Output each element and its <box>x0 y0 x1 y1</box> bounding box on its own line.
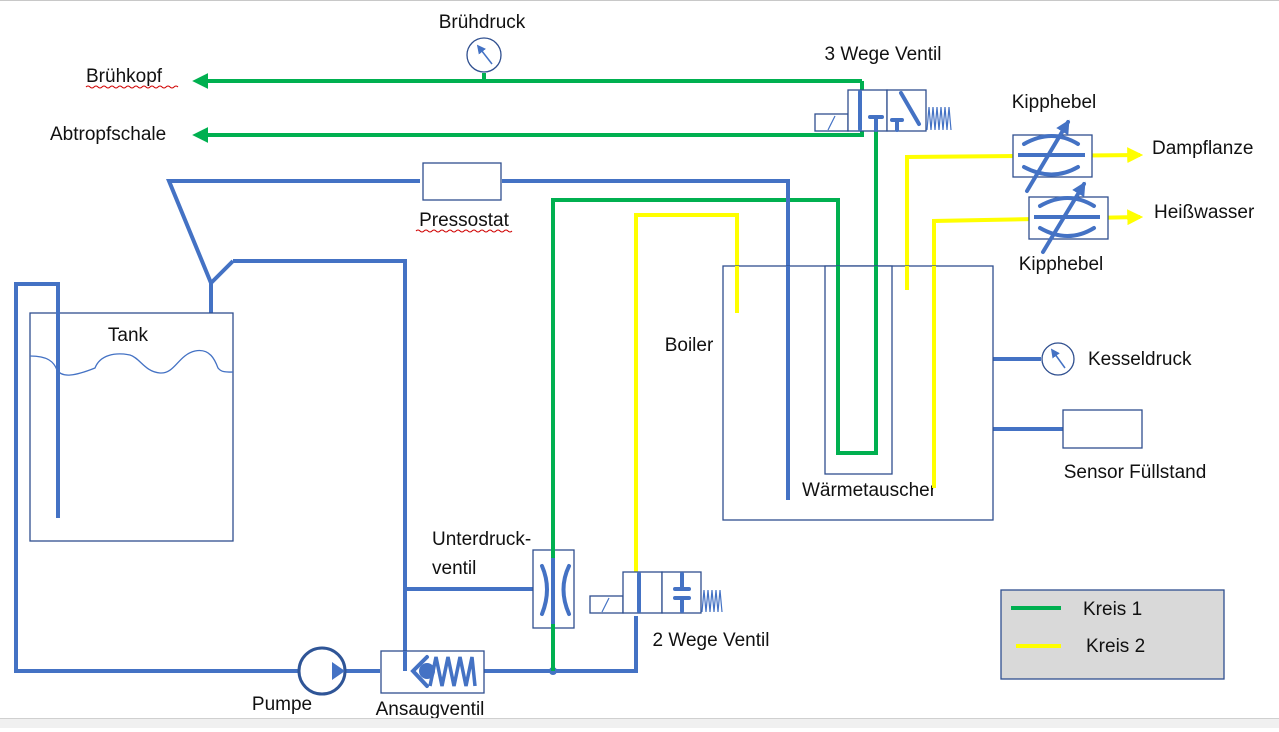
valve-cell-1 <box>847 89 888 132</box>
solenoid-slash-icon <box>601 597 610 613</box>
overflow-line <box>233 259 407 667</box>
tank-body <box>29 312 234 542</box>
label-bruehkopf: Brühkopf <box>86 66 163 87</box>
label-unterdruck-2: ventil <box>432 558 476 579</box>
3-wege-ventil: 3 Wege Ventil <box>814 44 952 132</box>
gauge-needle-icon <box>1050 348 1066 369</box>
throttle-arc-top <box>1022 134 1080 146</box>
throttle-arc-bottom <box>1038 226 1096 238</box>
throttle-arc-bottom <box>1022 165 1080 177</box>
label-kipphebel-bottom: Kipphebel <box>1019 254 1104 275</box>
line-to-abtropfschale <box>192 81 864 143</box>
kipphebel-dampflanze: Kipphebel Dampflanze <box>1012 92 1253 193</box>
label-ansaugventil: Ansaugventil <box>376 699 485 720</box>
label-heisswasser: Heißwasser <box>1154 202 1255 223</box>
pressostat-box <box>422 162 502 201</box>
label-3-wege-ventil: 3 Wege Ventil <box>825 44 942 65</box>
tank: Tank <box>29 284 234 542</box>
sensor-fuellstand: Sensor Füllstand <box>1062 409 1207 483</box>
2-wege-ventil: 2 Wege Ventil <box>589 571 770 651</box>
label-kesseldruck: Kesseldruck <box>1088 349 1192 370</box>
spellcheck-underline <box>85 85 179 89</box>
pump-direction-icon <box>332 662 345 680</box>
label-abtropfschale: Abtropfschale <box>50 124 166 145</box>
adjustable-arrow-icon <box>1041 181 1086 254</box>
label-unterdruck-1: Unterdruck- <box>432 529 531 550</box>
spring-icon <box>926 106 952 131</box>
label-sensor-fuellstand: Sensor Füllstand <box>1064 462 1207 483</box>
spellcheck-underline <box>415 229 513 233</box>
solenoid-box <box>589 595 624 614</box>
throttle-arc-top <box>1038 196 1096 208</box>
line-to-2-wege-ventil <box>484 616 638 673</box>
label-bruehdruck: Brühdruck <box>439 12 526 33</box>
throttle-arc-left <box>540 564 549 616</box>
boiler-internal-pipes <box>735 266 936 500</box>
gauge-needle-icon <box>476 44 493 65</box>
gauge-dial <box>466 37 502 73</box>
label-pressostat: Pressostat <box>419 210 509 231</box>
kesseldruck-gauge: Kesseldruck <box>1041 342 1192 376</box>
label-waermetauscher: Wärmetauscher <box>802 480 937 501</box>
tank-return-line <box>166 179 420 327</box>
label-kipphebel-top: Kipphebel <box>1012 92 1097 113</box>
diagonal-flow-icon <box>899 91 921 126</box>
label-boiler: Boiler <box>665 335 714 356</box>
ansaugventil: Ansaugventil <box>376 650 485 720</box>
label-dampflanze: Dampflanze <box>1152 138 1253 159</box>
valve-cell-1 <box>622 571 663 614</box>
legend-box <box>1000 589 1225 680</box>
throttle-arc-right <box>561 564 571 616</box>
solenoid-slash-icon <box>827 115 836 131</box>
kipphebel-heisswasser: Kipphebel Heißwasser <box>1019 181 1255 275</box>
top-border <box>0 0 1279 1</box>
legend-label-kreis2: Kreis 2 <box>1086 636 1145 657</box>
waermetauscher-body <box>824 265 893 475</box>
legend-label-kreis1: Kreis 1 <box>1083 599 1142 620</box>
boiler-fill-line <box>634 213 739 572</box>
heat-exchanger-inner <box>836 266 878 455</box>
unterdruckventil: Unterdruck- ventil <box>432 528 575 671</box>
label-2-wege-ventil: 2 Wege Ventil <box>653 630 770 651</box>
pressostat: Pressostat <box>415 162 513 233</box>
check-valve-seat-icon <box>410 655 429 688</box>
boiler: Boiler Wärmetauscher <box>665 265 994 521</box>
legend: Kreis 1 Kreis 2 <box>1000 589 1225 680</box>
pumpe: Pumpe <box>252 646 347 715</box>
sensor-box <box>1062 409 1143 449</box>
bruehdruck-gauge: Brühdruck <box>439 12 526 73</box>
tank-return-branch <box>209 259 235 285</box>
bottom-scroll-edge <box>0 718 1279 728</box>
spring-icon <box>428 656 477 687</box>
label-pumpe: Pumpe <box>252 694 312 715</box>
label-tank: Tank <box>108 325 149 346</box>
spring-icon <box>701 589 723 613</box>
adjustable-arrow-icon <box>1025 119 1070 193</box>
